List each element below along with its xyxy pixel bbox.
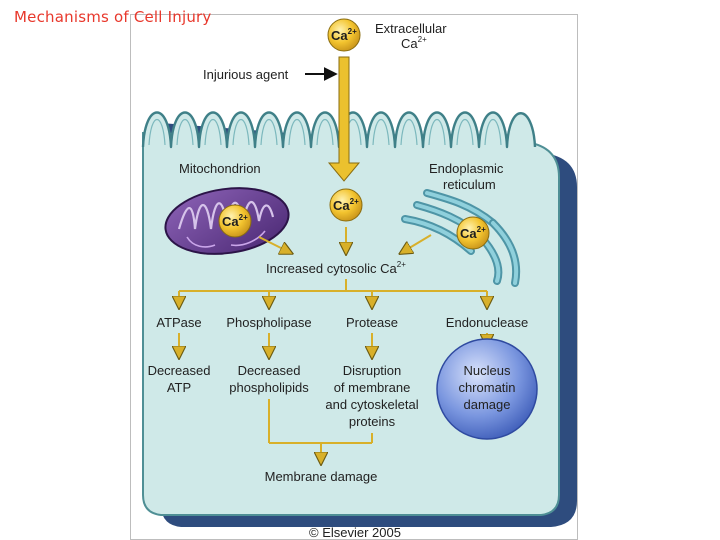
- cytosolic-calcium: Ca2+: [329, 188, 363, 222]
- decreased-atp-line2: ATP: [167, 380, 191, 395]
- svg-text:Ca2+: Ca2+: [460, 225, 486, 241]
- nucleus-line2: chromatin: [458, 380, 515, 395]
- cell-injury-figure: Ca2+ Extracellular Ca2+ Injurious agent …: [130, 14, 578, 540]
- mitochondrion-arrow: [258, 236, 291, 253]
- svg-text:Ca2+: Ca2+: [331, 27, 357, 43]
- microvilli-inner: [148, 119, 502, 146]
- decreased-phospholipids-line1: Decreased: [238, 363, 301, 378]
- injurious-agent-label: Injurious agent: [203, 67, 289, 82]
- svg-text:Ca2+: Ca2+: [333, 197, 359, 213]
- nucleus-line1: Nucleus: [464, 363, 511, 378]
- er-arrow: [401, 234, 432, 253]
- extracellular-label: Extracellular: [375, 21, 447, 36]
- er-label-line2: reticulum: [443, 177, 496, 192]
- membrane-damage-label: Membrane damage: [265, 469, 378, 484]
- copyright-notice: © Elsevier 2005: [309, 525, 401, 540]
- enzyme-atpase: ATPase: [156, 315, 201, 330]
- enzyme-phospholipase: Phospholipase: [226, 315, 311, 330]
- slide-title: Mechanisms of Cell Injury: [14, 8, 212, 26]
- mitochondrion-label: Mitochondrion: [179, 161, 261, 176]
- extracellular-calcium: Ca2+: [327, 18, 361, 52]
- disruption-line1: Disruption: [343, 363, 402, 378]
- nucleus: Nucleus chromatin damage: [436, 338, 538, 440]
- svg-text:Ca2+: Ca2+: [222, 213, 248, 229]
- decreased-atp-line1: Decreased: [148, 363, 211, 378]
- decreased-phospholipids-line2: phospholipids: [229, 380, 309, 395]
- cell-diagram-svg: Ca2+ Extracellular Ca2+ Injurious agent …: [141, 18, 577, 540]
- cytosolic-calcium-label: Increased cytosolic Ca2+: [266, 260, 406, 276]
- disruption-line2: of membrane: [334, 380, 411, 395]
- disruption-line3: and cytoskeletal: [325, 397, 418, 412]
- enzyme-endonuclease: Endonuclease: [446, 315, 528, 330]
- extracellular-ca-label: Ca2+: [401, 35, 427, 51]
- disruption-line4: proteins: [349, 414, 396, 429]
- nucleus-line3: damage: [464, 397, 511, 412]
- calcium-influx-arrow: [327, 56, 361, 182]
- membrane-damage-connectors: [268, 399, 373, 463]
- mitochondrial-calcium: Ca2+: [218, 204, 252, 238]
- er-calcium: Ca2+: [456, 216, 490, 250]
- enzyme-protease: Protease: [346, 315, 398, 330]
- enzyme-branch-connectors: [179, 279, 487, 307]
- er-label-line1: Endoplasmic: [429, 161, 504, 176]
